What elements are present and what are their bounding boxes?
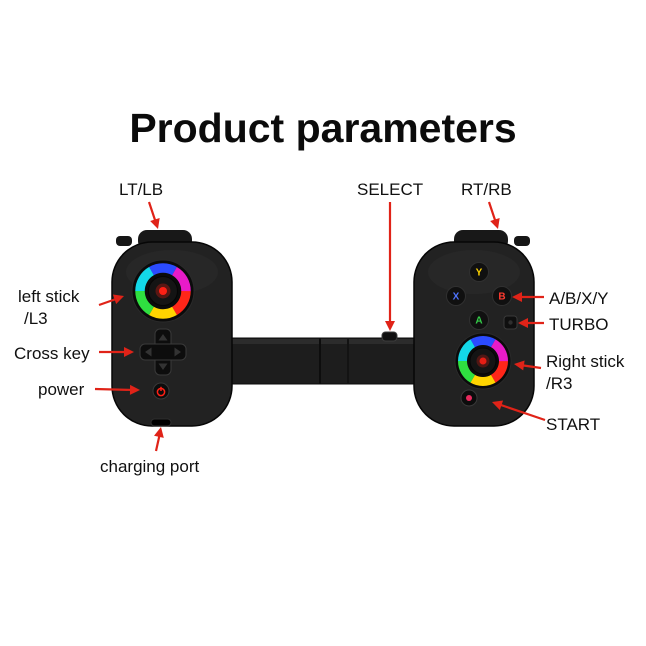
arrow-turbo (518, 318, 544, 328)
label-abxy: A/B/X/Y (549, 289, 609, 308)
right-stick (454, 332, 512, 390)
abxy-cluster: Y X B A (446, 262, 512, 330)
power-button (152, 382, 170, 400)
left-stick (131, 259, 195, 323)
label-rt-rb: RT/RB (461, 180, 512, 199)
label-cross-key: Cross key (14, 344, 90, 363)
arrow-select (385, 202, 395, 331)
label-start: START (546, 415, 601, 434)
arrow-abxy (512, 292, 544, 302)
y-button: Y (469, 262, 489, 282)
arrow-cross-key (99, 347, 134, 357)
y-button-label: Y (476, 268, 483, 279)
arrow-rt-rb (487, 201, 500, 229)
select-button (381, 331, 398, 342)
page-title: Product parameters (129, 105, 517, 152)
arrow-start (492, 400, 546, 422)
label-power: power (38, 380, 85, 399)
arrow-right-stick (514, 360, 542, 371)
cross-key-dpad (139, 328, 187, 376)
arrow-charging-port (154, 427, 164, 452)
turbo-button (503, 315, 518, 330)
label-left-stick: left stick /L3 (18, 286, 79, 331)
charging-port (150, 418, 172, 427)
a-button-label: A (475, 316, 482, 327)
arrow-lt-lb (147, 201, 160, 229)
label-right-stick-line1: Right stick (546, 352, 625, 371)
arrow-left-stick (98, 294, 124, 307)
telescopic-bridge (221, 337, 425, 385)
label-turbo: TURBO (549, 315, 609, 334)
start-button (460, 389, 478, 407)
label-select: SELECT (357, 180, 424, 199)
b-button: B (492, 286, 512, 306)
a-button: A (469, 310, 489, 330)
x-button: X (446, 286, 466, 306)
label-lt-lb: LT/LB (119, 180, 164, 199)
annotation-arrows (94, 201, 546, 452)
label-right-stick-line2: /R3 (546, 374, 573, 394)
label-left-stick-line2: /L3 (24, 309, 48, 329)
label-charging-port: charging port (100, 457, 200, 476)
label-right-stick: Right stick /R3 (546, 351, 624, 396)
arrow-power (94, 384, 140, 395)
b-button-label: B (498, 292, 505, 303)
label-left-stick-line1: left stick (18, 287, 80, 306)
x-button-label: X (453, 292, 460, 303)
